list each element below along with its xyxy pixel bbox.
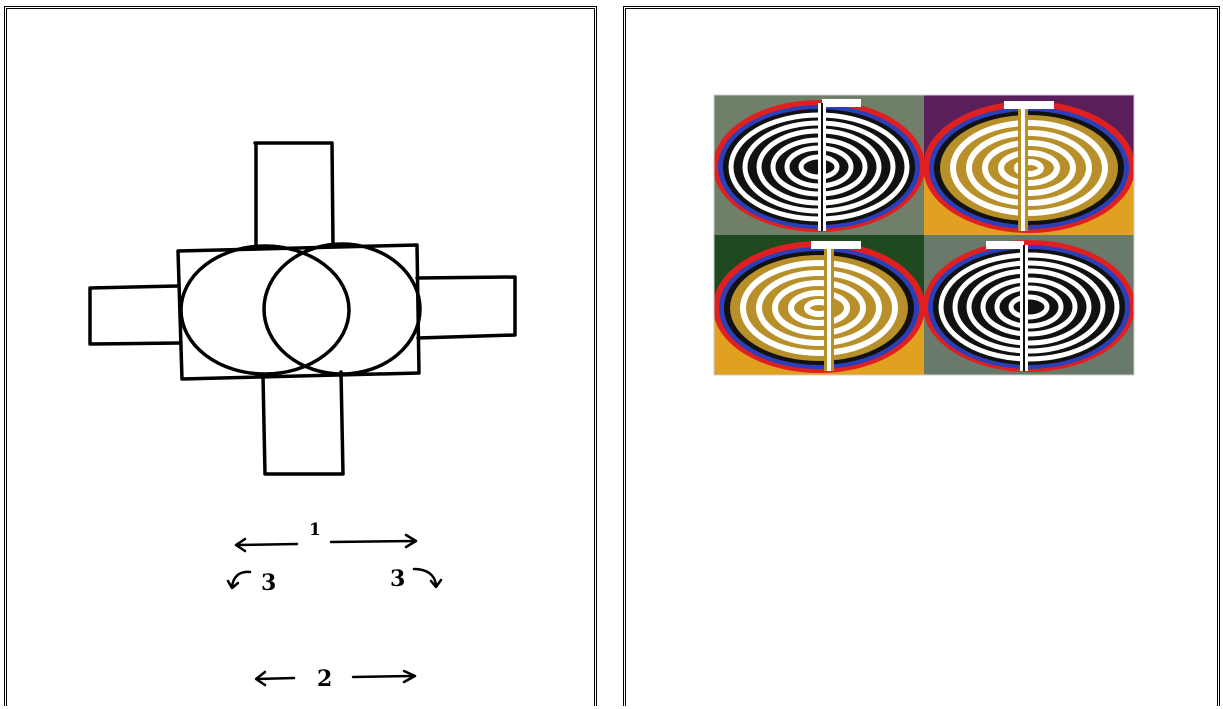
arrow-right-2 <box>353 671 415 682</box>
labyrinth-collage <box>626 9 1223 709</box>
arrow-right-1 <box>331 535 416 547</box>
central-rect <box>178 245 419 379</box>
arrow-left-2 <box>256 672 294 685</box>
bottom-arm-rect <box>263 372 343 474</box>
tile-top-right <box>923 101 1135 233</box>
top-arm-rect <box>255 143 333 249</box>
label-3-left: 3 <box>261 570 276 596</box>
label-3-right: 3 <box>390 566 405 592</box>
tile-top-left <box>713 100 925 232</box>
curved-arrow-left <box>228 572 250 588</box>
left-arm-rect <box>90 286 180 344</box>
curved-arrow-right <box>414 569 441 587</box>
hand-drawn-diagram: 1 3 3 2 <box>7 9 600 709</box>
tile-bottom-right <box>923 240 1135 372</box>
right-arm-rect <box>417 277 515 338</box>
arrow-left-1 <box>236 539 297 551</box>
tile-bottom-left <box>713 241 925 373</box>
left-panel: 1 3 3 2 <box>4 6 597 706</box>
right-panel <box>623 6 1220 706</box>
label-1: 1 <box>309 520 321 540</box>
label-2: 2 <box>317 666 332 692</box>
right-circle <box>264 244 420 374</box>
